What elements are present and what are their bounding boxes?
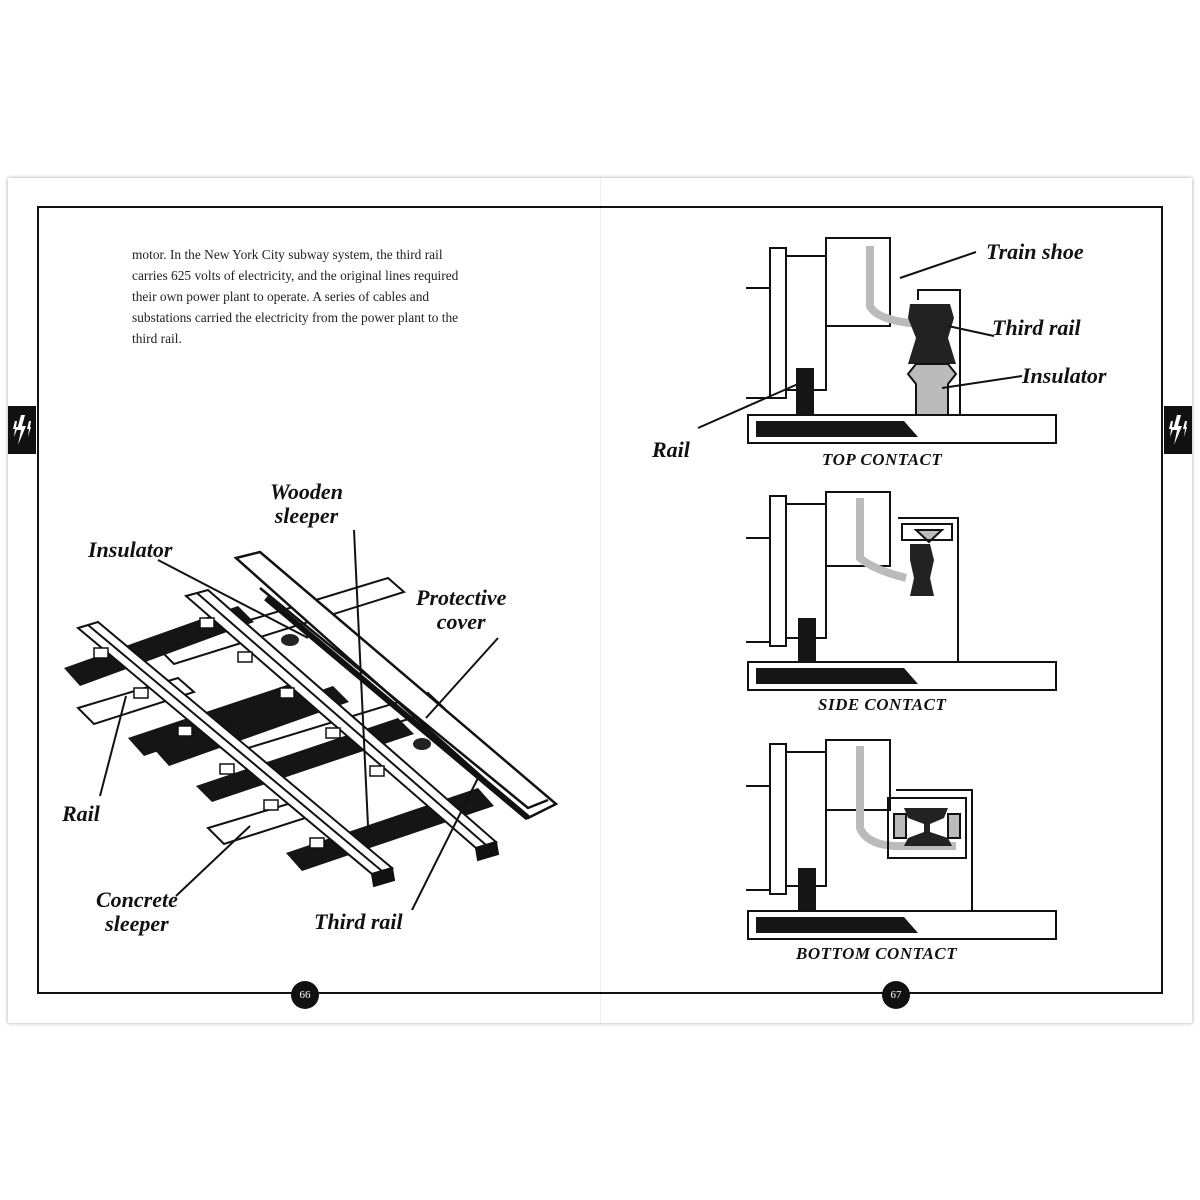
label-rail-contact: Rail [652, 437, 690, 462]
label-insulator: Insulator [88, 537, 173, 562]
middle-rail [183, 588, 500, 862]
third-rail-cover [233, 550, 559, 821]
body-paragraph: motor. In the New York City subway syste… [132, 247, 459, 346]
contact-diagrams [697, 237, 1057, 940]
right-thumb-tab [1164, 406, 1192, 454]
label-rail: Rail [62, 801, 100, 826]
book-spread: motor. In the New York City subway syste… [8, 178, 1192, 1023]
label-train-shoe: Train shoe [986, 239, 1084, 264]
lightning-icon [13, 415, 31, 445]
rail-clips [93, 617, 385, 849]
caption-bottom-contact: BOTTOM CONTACT [796, 944, 958, 963]
book-gutter [600, 178, 601, 1023]
label-third-rail-contact: Third rail [992, 315, 1081, 340]
label-insulator-contact: Insulator [1022, 363, 1107, 388]
caption-side-contact: SIDE CONTACT [818, 695, 947, 714]
left-thumb-tab [8, 406, 36, 454]
right-page-number: 67 [882, 981, 910, 1009]
leader-lines [99, 529, 499, 911]
caption-top-contact: TOP CONTACT [822, 450, 943, 469]
track-illustration [64, 529, 559, 911]
top-contact-diagram [697, 237, 1057, 444]
page-border [37, 206, 1163, 994]
bottom-contact-diagram [746, 739, 1057, 940]
third-rail-insulators [281, 634, 431, 750]
left-page-number: 66 [291, 981, 319, 1009]
left-rail [75, 620, 396, 888]
side-contact-diagram [746, 491, 1057, 691]
lightning-icon [1169, 415, 1187, 445]
label-third-rail: Third rail [314, 909, 403, 934]
